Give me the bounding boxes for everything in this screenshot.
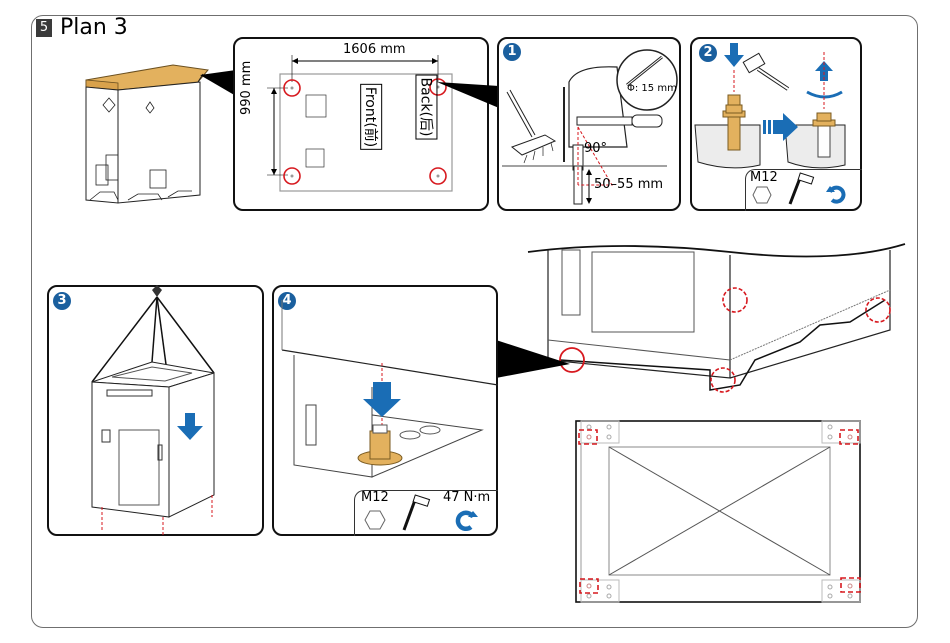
hexagon-nut-icon <box>752 186 772 204</box>
front-label: Front(前) <box>360 83 383 151</box>
anchor-point-marker-selected <box>559 347 585 373</box>
hole-depth-label: 50–55 mm <box>594 177 664 192</box>
base-top-view-drawing <box>575 420 861 603</box>
step2-badge: 2 <box>699 44 717 62</box>
step2-spec-box <box>745 169 862 211</box>
anchor-hole-marker <box>578 429 861 594</box>
drill-bit-detail-circle <box>616 49 678 111</box>
drill-bit-diameter-label: Φ: 15 mm <box>627 83 677 94</box>
torque-label: 47 N·m <box>443 490 491 505</box>
anchor-point-marker <box>710 287 891 393</box>
hammer-icon <box>742 52 790 91</box>
back-label: Back(后) <box>415 74 438 140</box>
base-footprint-drawing <box>267 55 453 192</box>
anchor-hole-marker <box>283 78 447 185</box>
arrow-right-icon <box>763 113 798 141</box>
callout-pointer <box>437 82 499 108</box>
bolt-fastening-illustration <box>281 300 499 478</box>
depth-dimension-label: 990 mm <box>239 60 254 115</box>
drilling-illustration <box>502 49 678 205</box>
step3-badge: 3 <box>53 292 71 310</box>
anchor-bolt-illustration <box>694 43 846 169</box>
cabinet-base-closeup <box>527 243 906 393</box>
arrow-down-icon <box>177 413 203 440</box>
arrow-up-icon <box>815 61 833 81</box>
drill-angle-label: 90° <box>584 141 608 156</box>
hole-layout-panel <box>233 37 489 211</box>
packaged-cabinet-illustration <box>85 64 209 204</box>
arrow-down-icon <box>363 382 401 417</box>
socket-wrench-icon <box>788 172 815 205</box>
rotate-clockwise-icon <box>455 510 478 531</box>
step1-badge: 1 <box>503 43 521 61</box>
step4-spec-box <box>354 490 498 536</box>
socket-wrench-icon <box>402 494 431 531</box>
bolt-size-label: M12 <box>750 170 778 185</box>
lifting-cabinet-illustration <box>91 285 215 535</box>
arrow-down-icon <box>724 43 744 67</box>
rotate-counterclockwise-icon <box>826 185 846 204</box>
callout-pointer <box>200 70 236 96</box>
hexagon-nut-icon <box>364 510 386 530</box>
plan-frame <box>31 15 918 628</box>
step-number-badge: 5 <box>36 19 52 37</box>
width-dimension-label: 1606 mm <box>343 42 406 57</box>
bolt-size-label: M12 <box>361 490 389 505</box>
callout-pointer <box>496 340 570 378</box>
plan-title: Plan 3 <box>60 15 128 40</box>
